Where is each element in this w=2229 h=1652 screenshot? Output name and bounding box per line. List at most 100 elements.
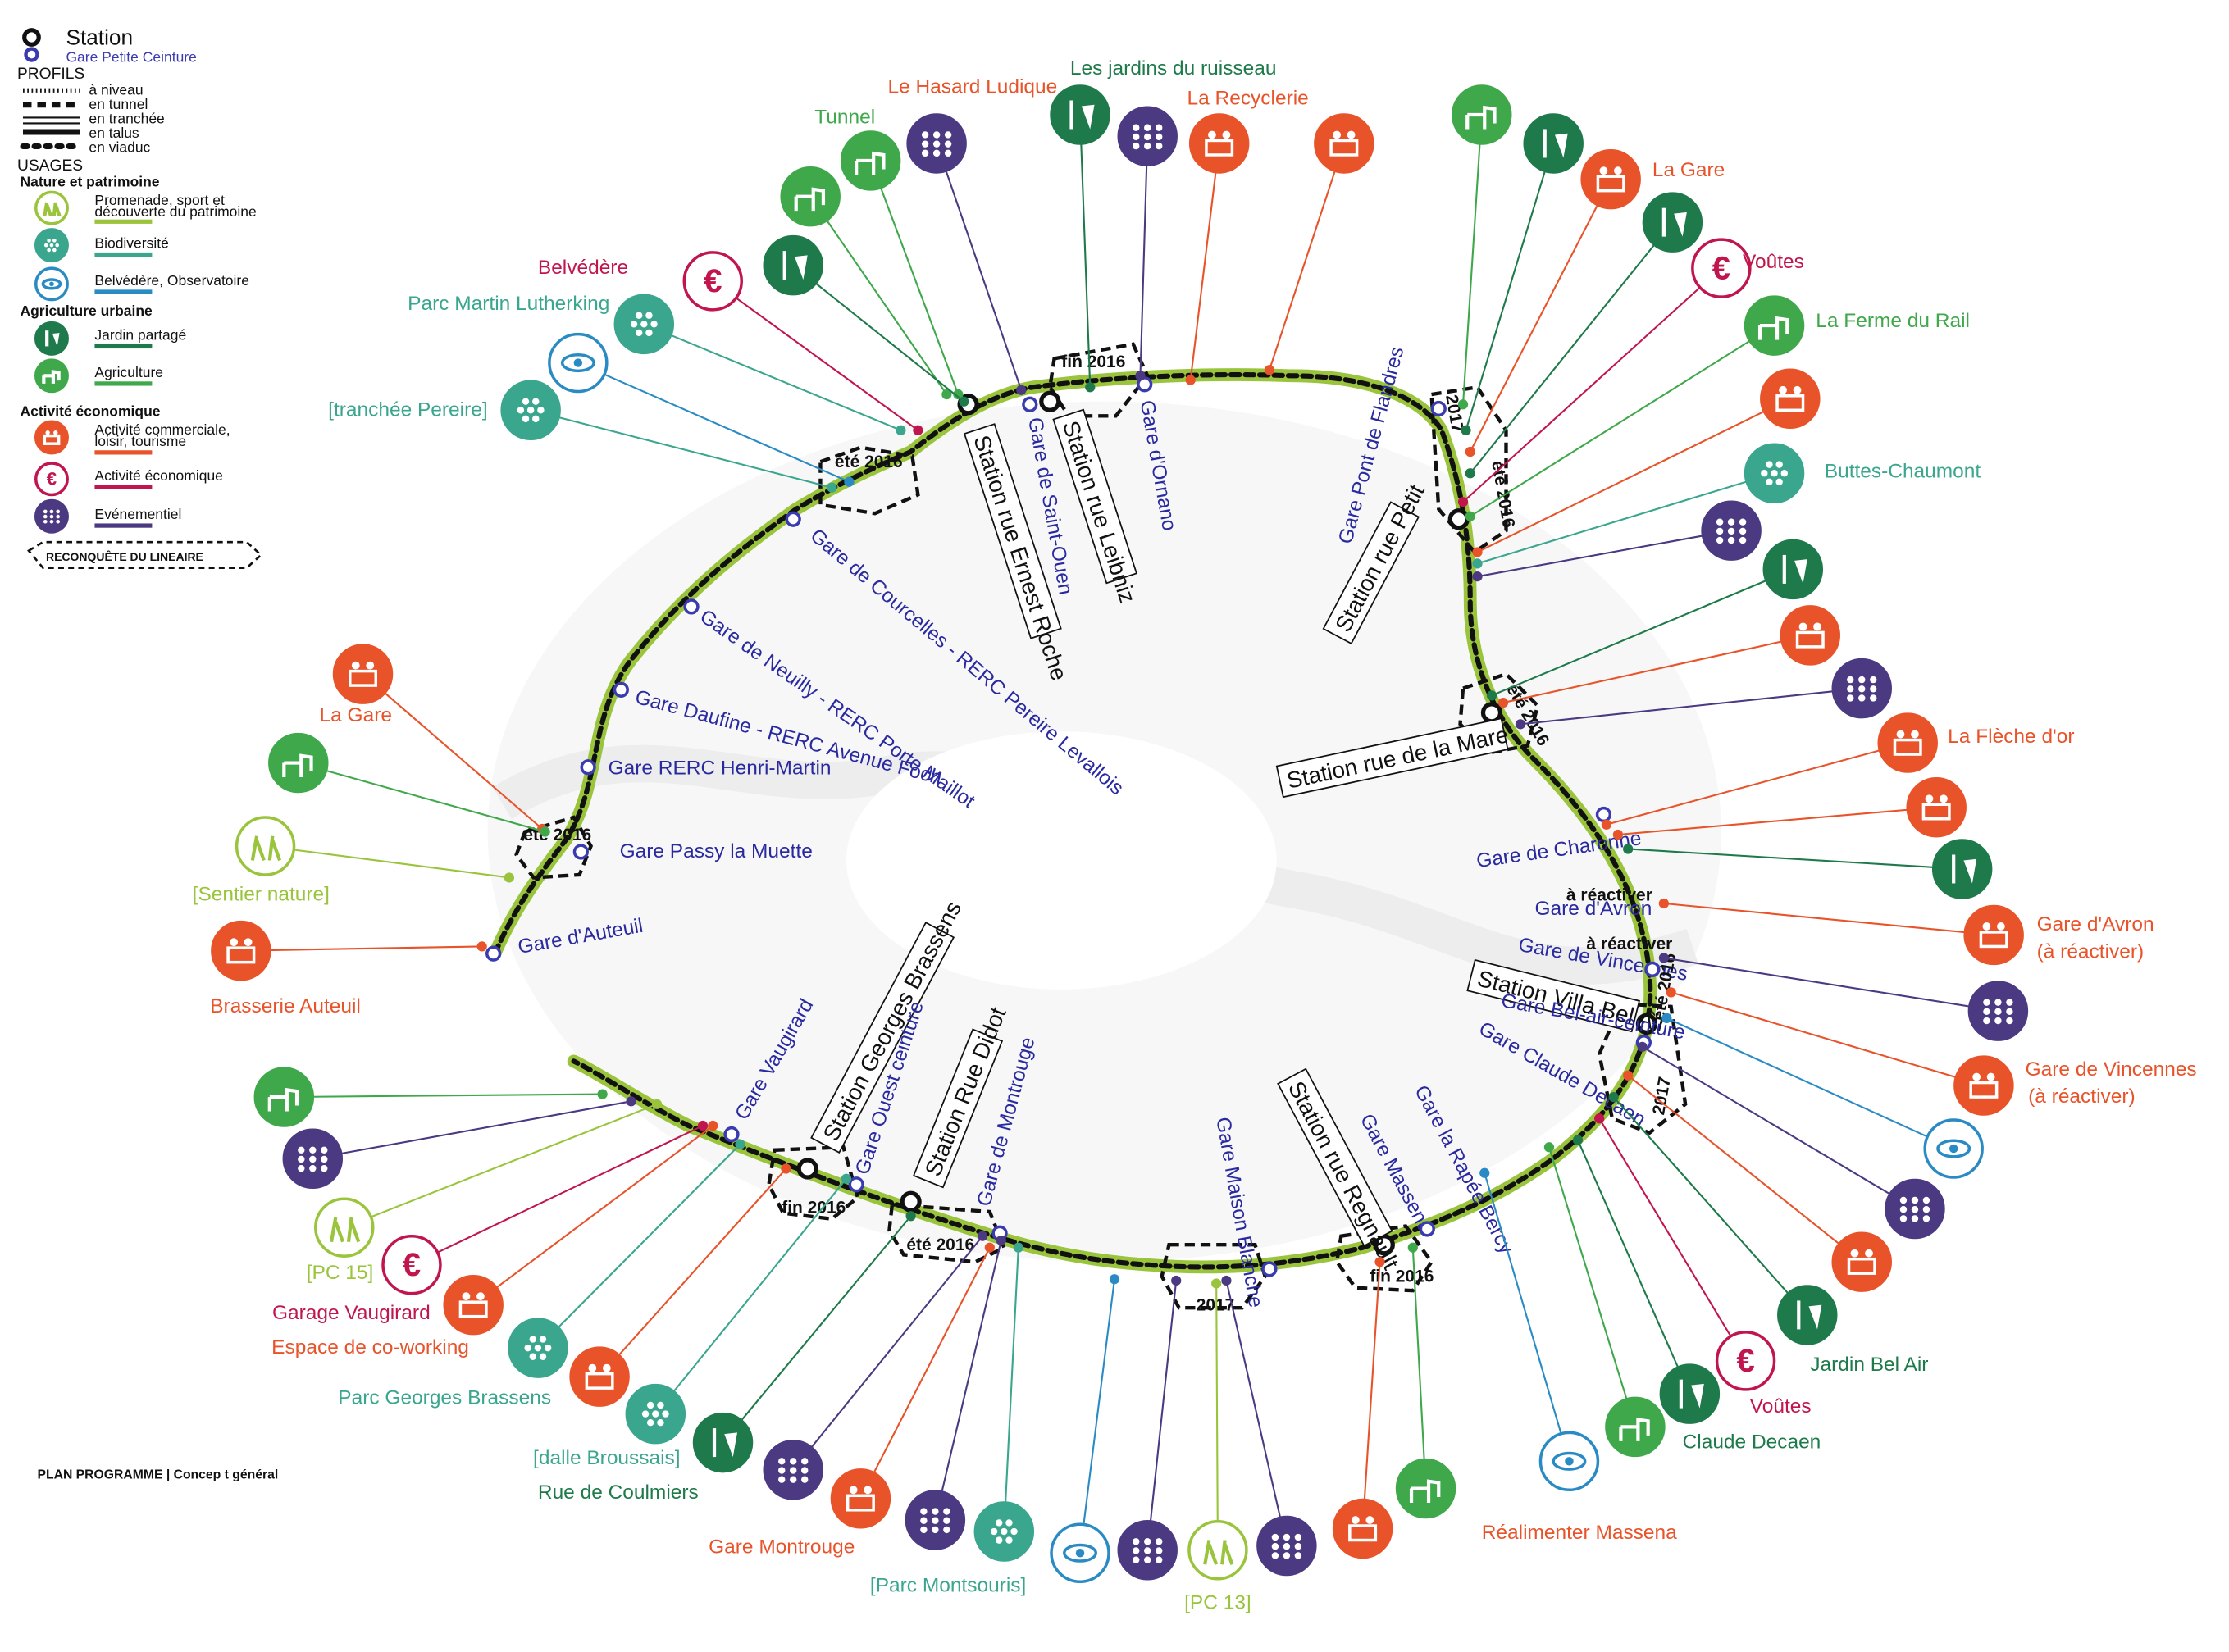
usage-label: Parc Georges Brassens [338, 1386, 551, 1409]
usage-label: [Sentier nature] [193, 883, 330, 905]
legend: Station Gare Petite Ceinture PROFILS à n… [17, 25, 263, 569]
usage-label: Réalimenter Massena [1482, 1522, 1677, 1544]
usage-label: La Ferme du Rail [1816, 310, 1970, 332]
usage-label: (à réactiver) [2028, 1085, 2136, 1108]
legend-profil: à niveau [89, 81, 143, 98]
tag-2017: 2017 [1197, 1296, 1235, 1315]
legend-item: Belvédère, Observatoire [94, 272, 249, 289]
agriculture-icon [1543, 1142, 1666, 1458]
gare-label: Gare d'Avron [1534, 898, 1652, 920]
legend-item: Promenade, sport et [94, 192, 225, 208]
usage-labels: Tunnel Le Hasard Ludique Les jardins du ru… [193, 57, 2197, 1613]
commercial-icon [1601, 712, 1938, 830]
usage-label: Belvédère [538, 257, 628, 279]
biodiversity-icon [973, 1242, 1035, 1562]
event-icon [1515, 658, 1892, 730]
commercial-icon [1623, 1070, 1892, 1292]
tag-areactiver: à réactiver [1586, 935, 1672, 953]
usage-label: Le Hasard Ludique [887, 76, 1057, 98]
usage-label: Rue de Coulmiers [538, 1481, 699, 1504]
shared-garden-icon [763, 234, 969, 407]
legend-agriculture-icon [34, 358, 69, 394]
usage-pictograms: € € € € [211, 84, 2029, 1583]
tag-fin2016: fin 2016 [1061, 353, 1125, 371]
legend-cat-eco: Activité économique [20, 403, 160, 419]
gare-markers [485, 376, 1661, 1277]
legend-commercial-icon [34, 420, 69, 455]
nature-icon [235, 816, 515, 883]
shared-garden-icon [1461, 113, 1584, 435]
usage-label: Voûtes [1750, 1395, 1812, 1418]
agriculture-icon [1395, 1242, 1456, 1519]
commercial-icon [1666, 987, 2014, 1116]
event-icon [905, 1235, 1006, 1550]
legend-gare: Gare Petite Ceinture [66, 48, 196, 65]
commercial-icon [1612, 777, 1967, 840]
legend-icons: € [34, 190, 69, 534]
belvedere-icon [1050, 1274, 1120, 1583]
legend-reconquete: RECONQUÊTE DU LINEAIRE [46, 549, 203, 563]
usage-label: La Gare [1652, 159, 1725, 181]
event-icon [1658, 953, 2029, 1041]
belvedere-icon [1479, 1167, 1600, 1492]
agriculture-icon [253, 1067, 608, 1127]
svg-text:€: € [704, 262, 722, 299]
biodiversity-icon [613, 294, 906, 435]
usage-label: Brasserie Auteuil [210, 995, 361, 1017]
usage-label: [tranchée Pereire] [328, 398, 488, 421]
shared-garden-icon [1465, 192, 1703, 479]
commercial-icon [1472, 368, 1821, 557]
usage-label: Garage Vaugirard [272, 1302, 431, 1324]
legend-cat-nature: Nature et patrimoine [20, 173, 159, 189]
commercial-icon [830, 1242, 995, 1529]
commercial-icon [1185, 113, 1250, 385]
gare-symbol [24, 47, 39, 62]
event-icon [1221, 1275, 1317, 1577]
gare-label: Gare Passy la Muette [620, 840, 813, 862]
event-icon [1117, 1275, 1182, 1581]
biodiversity-icon [500, 380, 837, 493]
legend-item: Evénementiel [94, 506, 181, 522]
usage-label: Gare d'Avron [2037, 913, 2154, 935]
svg-text:€: € [403, 1246, 421, 1283]
usage-label: [PC 15] [307, 1262, 374, 1284]
shared-garden-icon [1623, 839, 1993, 899]
commercial-icon [211, 920, 487, 981]
usage-label: [PC 13] [1184, 1591, 1251, 1613]
legend-item: Activité économique [94, 467, 222, 484]
svg-text:€: € [1736, 1342, 1754, 1379]
event-icon [1637, 1041, 1945, 1240]
agriculture-icon [268, 732, 550, 837]
economic-icon: € [381, 1120, 709, 1295]
tag-ete2016: été 2016 [835, 453, 903, 471]
legend-item: découverte du patrimoine [94, 203, 256, 220]
commercial-icon [1332, 1257, 1393, 1559]
legend-item: Biodiversité [94, 235, 168, 252]
legend-station: Station [66, 25, 133, 49]
usage-label: Gare de Vincennes [2026, 1058, 2197, 1081]
nature-icon [1187, 1278, 1248, 1581]
usage-label: [dalle Broussais] [533, 1447, 681, 1469]
event-icon [282, 1096, 636, 1190]
usage-label: La Recyclerie [1187, 88, 1309, 110]
usage-label: Tunnel [814, 106, 875, 128]
legend-shared-garden-icon [34, 321, 69, 356]
biodiversity-icon [625, 1173, 852, 1445]
economic-icon: € [1457, 238, 1752, 507]
tag-fin2016: fin 2016 [1370, 1267, 1434, 1286]
shared-garden-icon [1486, 539, 1824, 701]
event-icon [1472, 500, 1762, 582]
svg-text:€: € [1712, 249, 1730, 286]
biodiversity-icon [508, 1139, 745, 1378]
usage-label: Les jardins du ruisseau [1070, 57, 1277, 80]
shared-garden-icon [692, 1211, 916, 1473]
commercial-icon [569, 1163, 791, 1407]
usage-label: Voûtes [1743, 251, 1804, 273]
commercial-icon [443, 1120, 718, 1336]
legend-item: Jardin partagé [94, 327, 186, 344]
event-icon [1117, 106, 1178, 381]
legend-cat-agri: Agriculture urbaine [20, 303, 153, 319]
event-icon [763, 1231, 988, 1500]
legend-profil: en tunnel [89, 96, 148, 112]
